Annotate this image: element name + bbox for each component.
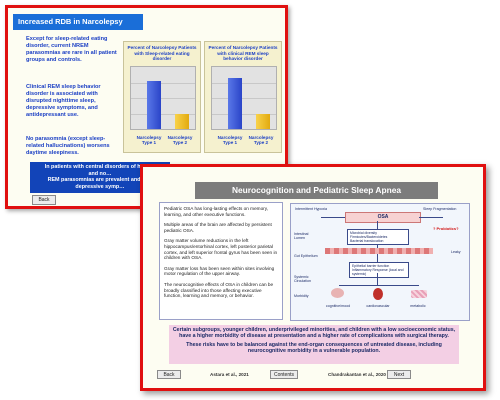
front-slide: Neurocognition and Pediatric Sleep Apnea… <box>140 164 486 391</box>
bar-type2 <box>175 114 189 129</box>
back-bullet-3: No parasomnia (except sleep-related hall… <box>26 136 110 156</box>
front-slide-title: Neurocognition and Pediatric Sleep Apnea <box>195 182 438 199</box>
morbidity-label: metabolic <box>410 304 426 308</box>
banner-line: and no… <box>88 170 112 177</box>
back-bullet-2: Clinical REM sleep behavior disorder is … <box>26 84 101 118</box>
box-line: Microbial diversity <box>350 231 377 235</box>
next-button[interactable]: Next <box>387 370 411 379</box>
row-label: Systemic Circulation <box>294 275 311 284</box>
chart-plot <box>211 66 277 130</box>
back-slide-back-button[interactable]: Back <box>32 195 56 205</box>
microbial-diversity-box: Microbial diversity Firmicutes/Bacteroid… <box>347 229 409 245</box>
bar-type2 <box>256 113 270 129</box>
rem-behavior-chart: Percent of Narcolepsy Patients with clin… <box>204 41 282 153</box>
intermittent-hypoxia-label: Intermittent Hypoxia <box>295 207 327 211</box>
paragraph: Gray matter loss has been seen within si… <box>164 265 275 277</box>
eating-disorder-chart: Percent of Narcolepsy Patients with Slee… <box>123 41 201 153</box>
citation: Chandrakantan et al., 2020 <box>328 372 386 377</box>
banner-line: depressive symp… <box>75 183 125 190</box>
leaky-label: Leaky <box>451 250 461 254</box>
chart-title: Percent of Narcolepsy Patients with clin… <box>208 45 278 62</box>
row-label: Morbidity <box>294 294 309 298</box>
gut-epithelium-strip <box>325 248 433 254</box>
citation: Astara et al., 2021 <box>210 372 249 377</box>
back-button[interactable]: Back <box>157 370 181 379</box>
box-line: Inflammatory Response (local and systemi… <box>352 268 404 276</box>
probiotics-question: ? Probiotics? <box>433 226 459 231</box>
back-slide-title: Increased RDB in Narcolepsy <box>13 14 143 30</box>
category-label: Narcolepsy Type 2 <box>167 135 193 146</box>
metabolic-icon <box>411 290 427 298</box>
summary-banner: Certain subgroups, younger children, und… <box>169 325 459 364</box>
box-line: Firmicutes/Bacteroidetes <box>350 235 388 239</box>
category-label: Narcolepsy Type 1 <box>217 135 243 146</box>
contents-button[interactable]: Contents <box>270 370 298 379</box>
box-line: Bacterial translocation <box>350 239 384 243</box>
sleep-fragmentation-label: Sleep Fragmentation <box>423 207 457 211</box>
paragraph: Multiple areas of the brain are affected… <box>164 222 272 233</box>
brain-icon <box>331 288 344 298</box>
paragraph: Gray matter volume reductions in the lef… <box>164 238 278 261</box>
barrier-inflammation-box: Epithelial barrier function Inflammatory… <box>349 262 409 278</box>
paragraph: The neurocognitive effects of OSA in chi… <box>164 281 274 299</box>
banner-line: Certain subgroups, younger children, und… <box>172 327 456 340</box>
banner-line: These risks have to be balanced against … <box>186 341 442 355</box>
osa-label: OSA <box>345 212 421 223</box>
row-label: Gut Epithelium <box>294 254 318 258</box>
osa-pathway-diagram: Intermittent Hypoxia Sleep Fragmentation… <box>290 203 470 321</box>
chart-plot <box>130 66 196 130</box>
back-bullet-1: Except for sleep-related eating disorder… <box>26 36 117 63</box>
morbidity-label: cognitive/mood <box>325 304 351 308</box>
banner-line: In patients with central disorders of hy… <box>44 164 156 170</box>
row-label: Intestinal Lumen <box>294 232 309 241</box>
back-slide: Increased RDB in Narcolepsy Except for s… <box>5 5 288 209</box>
category-label: Narcolepsy Type 1 <box>136 135 162 146</box>
info-text-box: Pediatric OSA has long-lasting effects o… <box>159 202 283 320</box>
paragraph: Pediatric OSA has long-lasting effects o… <box>164 206 269 217</box>
banner-line: REM parasomnias are prevalent and ar… <box>47 177 153 184</box>
chart-title: Percent of Narcolepsy Patients with Slee… <box>127 45 197 62</box>
bar-type1 <box>228 78 242 129</box>
heart-icon <box>373 288 383 300</box>
bar-type1 <box>147 80 161 129</box>
category-label: Narcolepsy Type 2 <box>248 135 274 146</box>
box-line: Epithelial barrier function <box>352 264 390 268</box>
morbidity-label: cardiovascular <box>366 304 390 308</box>
